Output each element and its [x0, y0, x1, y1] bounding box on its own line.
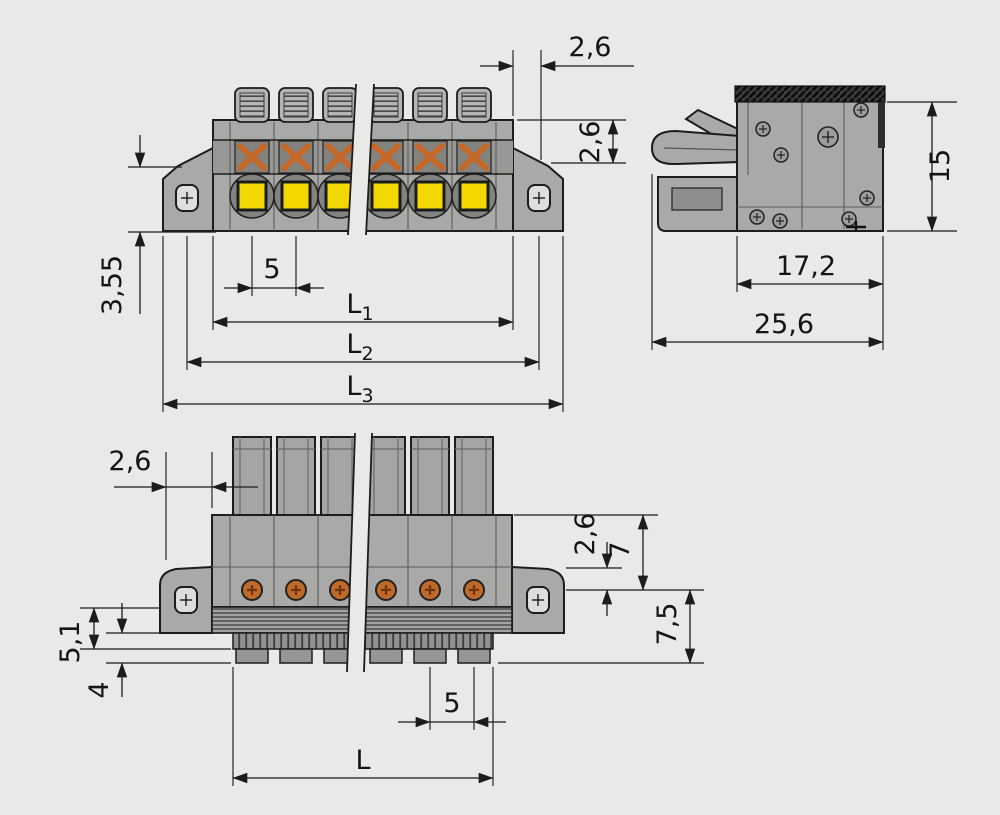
- dim-bottom-right-offset: 2,6: [566, 513, 704, 616]
- dim-label-front-flange-drop: 3,55: [97, 255, 128, 315]
- dim-label-l3: L3: [346, 371, 373, 407]
- front-dimensions: 2,6 2,6 3,55 5 L1: [97, 32, 634, 412]
- dim-label-bottom-left-offset: 2,6: [109, 446, 152, 477]
- dim-label-side-depth-body: 17,2: [776, 251, 836, 282]
- dim-label-front-pitch: 5: [263, 254, 280, 285]
- shroud-segment: [410, 436, 450, 516]
- dim-bottom-pitch: 5: [398, 667, 506, 730]
- dim-label-bottom-upper-depth: 7: [605, 541, 636, 558]
- dim-bottom-foot: 4: [84, 603, 231, 699]
- screw-icon: [749, 209, 765, 225]
- flange-screw-slot: [174, 586, 198, 614]
- dim-label-l1: L1: [346, 289, 373, 325]
- clamp-screw-icon: [284, 578, 308, 602]
- side-inner-lines: [737, 97, 883, 229]
- plug-slot: [671, 187, 723, 211]
- terminal-unit: [274, 88, 318, 218]
- break-mark: [346, 432, 373, 673]
- dim-label-side-height: 15: [925, 149, 956, 183]
- shroud-segment: [276, 436, 316, 516]
- dim-front-l1: L1: [212, 236, 514, 330]
- pcb-mark: [846, 221, 866, 231]
- flange-screw-slot: [175, 184, 199, 212]
- clamp-screw-icon: [462, 578, 486, 602]
- dim-bottom-upper-depth: 7: [514, 514, 658, 591]
- flange-screw-slot: [527, 184, 551, 212]
- bottom-view: [159, 432, 565, 673]
- shroud-segment: [454, 436, 494, 516]
- dim-bottom-lower-depth: 7,5: [498, 589, 704, 664]
- dim-front-l3: L3: [162, 236, 564, 412]
- panel-edge: [878, 102, 885, 148]
- screw-large-icon: [817, 126, 839, 148]
- dim-label-bottom-right-offset: 2,6: [570, 513, 601, 556]
- side-dimensions: 15 17,2 25,6: [651, 101, 957, 350]
- dim-bottom-strain-relief: 5,1: [55, 607, 231, 664]
- side-body: [736, 94, 884, 232]
- dim-label-strain-relief: 5,1: [55, 621, 86, 664]
- screw-icon: [755, 121, 771, 137]
- shroud-segment: [232, 436, 272, 516]
- bottom-dimensions: 2,6 2,6 7 7,5 5,1: [55, 446, 704, 786]
- break-mark: [347, 83, 375, 236]
- dim-bottom-length: L: [232, 667, 494, 786]
- dim-front-pitch: 5: [224, 236, 324, 296]
- screw-icon: [841, 211, 857, 227]
- clamp-screw-icon: [328, 578, 352, 602]
- dim-front-right-offset: 2,6: [517, 119, 626, 164]
- dim-label-bottom-lower-depth: 7,5: [652, 603, 683, 646]
- clamp-screw-icon: [418, 578, 442, 602]
- dim-label-front-right-offset: 2,6: [575, 121, 606, 164]
- flange-screw-slot: [526, 586, 550, 614]
- dim-bottom-left-offset: 2,6: [109, 446, 258, 560]
- dim-label-l2: L2: [346, 329, 373, 365]
- dim-front-l2: L2: [186, 236, 540, 370]
- dim-side-depth-total: 25,6: [651, 174, 884, 350]
- terminal-unit: [230, 88, 274, 218]
- clamp-screw-icon: [240, 578, 264, 602]
- front-view: [162, 83, 564, 236]
- dim-side-depth-body: 17,2: [736, 236, 884, 350]
- screw-icon: [859, 190, 875, 206]
- terminal-unit: [408, 88, 452, 218]
- screw-icon: [853, 102, 869, 118]
- dim-front-top-offset: 2,6: [480, 32, 634, 160]
- latch-lever: [650, 129, 741, 166]
- lever-slot-line: [663, 147, 741, 151]
- screw-icon: [772, 213, 788, 229]
- shroud-segment: [366, 436, 406, 516]
- dim-front-flange-drop: 3,55: [97, 135, 216, 315]
- dim-label-front-top-offset: 2,6: [569, 32, 612, 63]
- terminal-unit: [452, 88, 496, 218]
- panel-hatch: [734, 85, 886, 103]
- bottom-dividers: [229, 515, 497, 607]
- dim-side-height: 15: [887, 101, 957, 232]
- dim-label-foot: 4: [84, 681, 115, 698]
- clamp-screw-icon: [374, 578, 398, 602]
- side-view: [650, 85, 886, 232]
- screw-icon: [773, 147, 789, 163]
- dim-label-side-depth-total: 25,6: [754, 309, 814, 340]
- dim-label-length: L: [355, 745, 370, 776]
- dim-label-bottom-pitch: 5: [443, 688, 460, 719]
